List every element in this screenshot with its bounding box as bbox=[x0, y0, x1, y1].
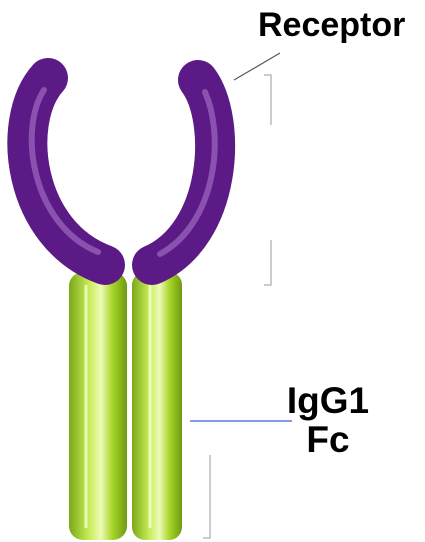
igg1-fc-label-line1: IgG1 bbox=[268, 382, 388, 421]
fc-domain bbox=[69, 272, 182, 540]
receptor-leader-line bbox=[234, 53, 280, 80]
fc-bracket bbox=[203, 455, 210, 538]
receptor-bracket bbox=[264, 75, 271, 285]
igg1-fc-label: IgG1 Fc bbox=[268, 382, 388, 460]
igg1-fc-label-line2: Fc bbox=[268, 421, 388, 460]
receptor-domain bbox=[27, 78, 215, 265]
fc-right-chain bbox=[132, 272, 182, 540]
receptor-label: Receptor bbox=[258, 8, 405, 44]
fc-left-chain bbox=[69, 272, 127, 540]
